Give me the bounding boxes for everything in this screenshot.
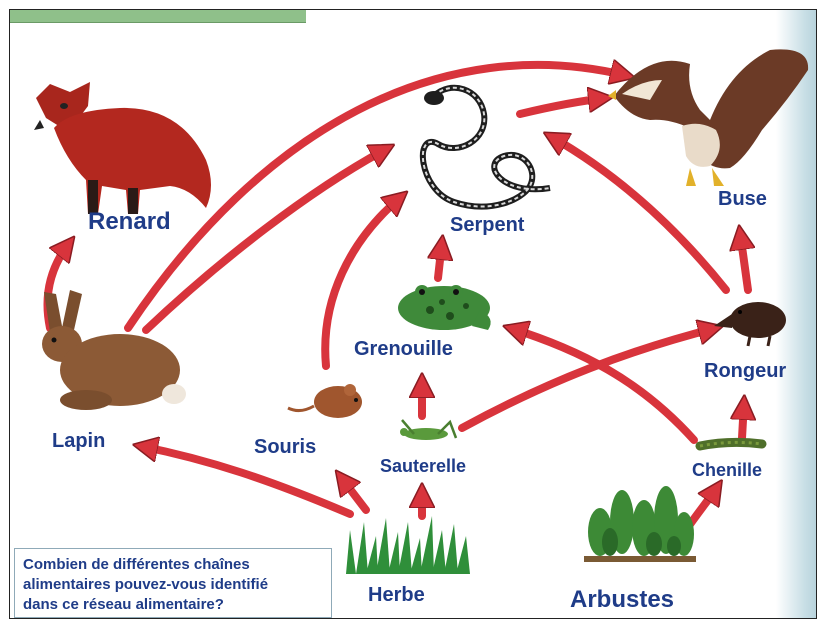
arrow-chenille-rongeur <box>742 402 744 438</box>
snake-icon <box>423 88 550 207</box>
question-line-1: Combien de différentes chaînes <box>23 555 323 575</box>
rodent-icon <box>714 302 786 346</box>
food-web-diagram <box>10 10 816 618</box>
label-renard: Renard <box>88 208 171 236</box>
frog-icon <box>398 285 491 330</box>
arrow-sauterelle-rongeur <box>462 328 716 428</box>
arrow-rongeur-buse <box>740 232 748 290</box>
shrubs-icon <box>584 486 696 562</box>
eagle-icon <box>608 49 808 186</box>
arrow-herbe-lapin <box>140 446 350 514</box>
grasshopper-icon <box>400 420 456 440</box>
label-sauterelle: Sauterelle <box>380 456 466 477</box>
grass-icon <box>346 516 470 574</box>
label-souris: Souris <box>254 436 316 459</box>
question-line-3: dans ce réseau alimentaire? <box>23 595 323 615</box>
mouse-icon <box>288 384 362 418</box>
arrow-grenouille-serpent <box>438 242 442 278</box>
label-arbustes: Arbustes <box>570 586 674 614</box>
label-serpent: Serpent <box>450 214 524 237</box>
question-box: Combien de différentes chaînes alimentai… <box>14 548 332 618</box>
arrow-herbe-souris <box>340 476 366 510</box>
fox-icon <box>34 82 211 214</box>
label-grenouille: Grenouille <box>354 338 453 361</box>
label-lapin: Lapin <box>52 430 105 453</box>
label-chenille: Chenille <box>692 460 762 481</box>
caterpillar-icon <box>700 442 762 446</box>
arrow-serpent-buse <box>520 98 606 114</box>
food-web-panel: Renard Serpent Buse Lapin Grenouille Ron… <box>9 9 817 619</box>
label-rongeur: Rongeur <box>704 360 786 383</box>
label-buse: Buse <box>718 188 767 211</box>
question-line-2: alimentaires pouvez-vous identifié <box>23 575 323 595</box>
label-herbe: Herbe <box>368 584 425 607</box>
